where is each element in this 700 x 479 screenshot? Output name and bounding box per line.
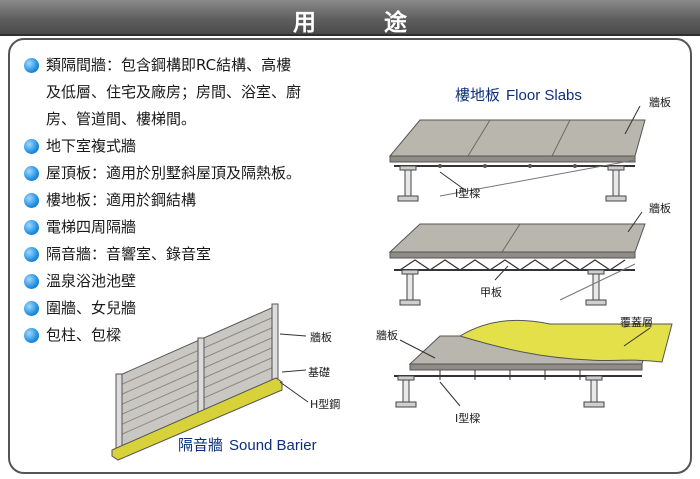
list-item: 及低層、住宅及廠房；房間、浴室、廚 [24,79,364,106]
uses-list: 類隔間牆：包含鋼構即RC結構、高樓 及低層、住宅及廠房；房間、浴室、廚 房、管道… [24,52,364,349]
list-item-text: 類隔間牆：包含鋼構即RC結構、高樓 [46,56,292,74]
top-wall-label: 牆板 [649,96,671,109]
list-item-text: 及低層、住宅及廠房；房間、浴室、廚 [46,83,302,101]
floor-slabs-caption: 樓地板 Floor Slabs [455,84,582,105]
list-item: 圍牆、女兒牆 [24,295,364,322]
list-item: 隔音牆：音響室、錄音室 [24,241,364,268]
list-item: 房、管道間、樓梯間。 [24,106,364,133]
bottom-wall-label: 牆板 [376,329,398,342]
bullet-dot-icon [24,193,39,208]
floor-slabs-title-zh: 樓地板 [455,86,501,104]
title-bar: 用途 [0,0,700,36]
bullet-dot-icon [24,328,39,343]
list-item: 溫泉浴池池壁 [24,268,364,295]
floor-slab-top-illustration [388,105,646,202]
list-item: 類隔間牆：包含鋼構即RC結構、高樓 [24,52,364,79]
bullet-dot-icon [24,274,39,289]
list-item-text: 隔音牆：音響室、錄音室 [46,245,212,263]
bullet-dot-icon [24,166,39,181]
list-item-text: 地下室複式牆 [46,137,137,155]
list-item-text: 溫泉浴池池壁 [46,272,137,290]
bullet-dot-icon [24,58,39,73]
floor-slab-middle-illustration [388,211,646,306]
top-beam-label: I型樑 [455,187,481,200]
sound-barrier-title-zh: 隔音牆 [178,436,224,454]
list-item-text: 圍牆、女兒牆 [46,299,137,317]
floor-slab-bottom-illustration [394,319,673,408]
list-item: 屋頂板：適用於別墅斜屋頂及隔熱板。 [24,160,364,187]
list-item: 地下室複式牆 [24,133,364,160]
bottom-beam-label: I型樑 [455,412,481,425]
bullet-dot-icon [24,301,39,316]
sound-steel-label: H型鋼 [310,398,341,411]
sound-barrier-title-en: Sound Barier [229,437,317,454]
middle-deck-label: 甲板 [480,286,502,299]
sound-barrier-caption: 隔音牆 Sound Barier [178,434,317,455]
sound-wall-label: 牆板 [310,331,332,344]
bullet-dot-icon [24,220,39,235]
list-item-text: 電梯四周隔牆 [46,218,137,236]
sound-base-label: 基礎 [308,366,330,379]
list-item-text: 包柱、包樑 [46,326,122,344]
page-title: 用途 [293,10,475,36]
floor-slabs-title-en: Floor Slabs [506,87,582,104]
list-item-text: 房、管道間、樓梯間。 [46,110,197,128]
list-item: 樓地板：適用於鋼結構 [24,187,364,214]
list-item: 包柱、包樑 [24,322,364,349]
middle-wall-label: 牆板 [649,202,671,215]
bullet-dot-icon [24,247,39,262]
sound-barrier-illustration [111,303,309,461]
list-item-text: 屋頂板：適用於別墅斜屋頂及隔熱板。 [46,164,302,182]
list-item-text: 樓地板：適用於鋼結構 [46,191,197,209]
list-item: 電梯四周隔牆 [24,214,364,241]
bottom-cover-label: 覆蓋層 [620,316,653,329]
bullet-dot-icon [24,139,39,154]
